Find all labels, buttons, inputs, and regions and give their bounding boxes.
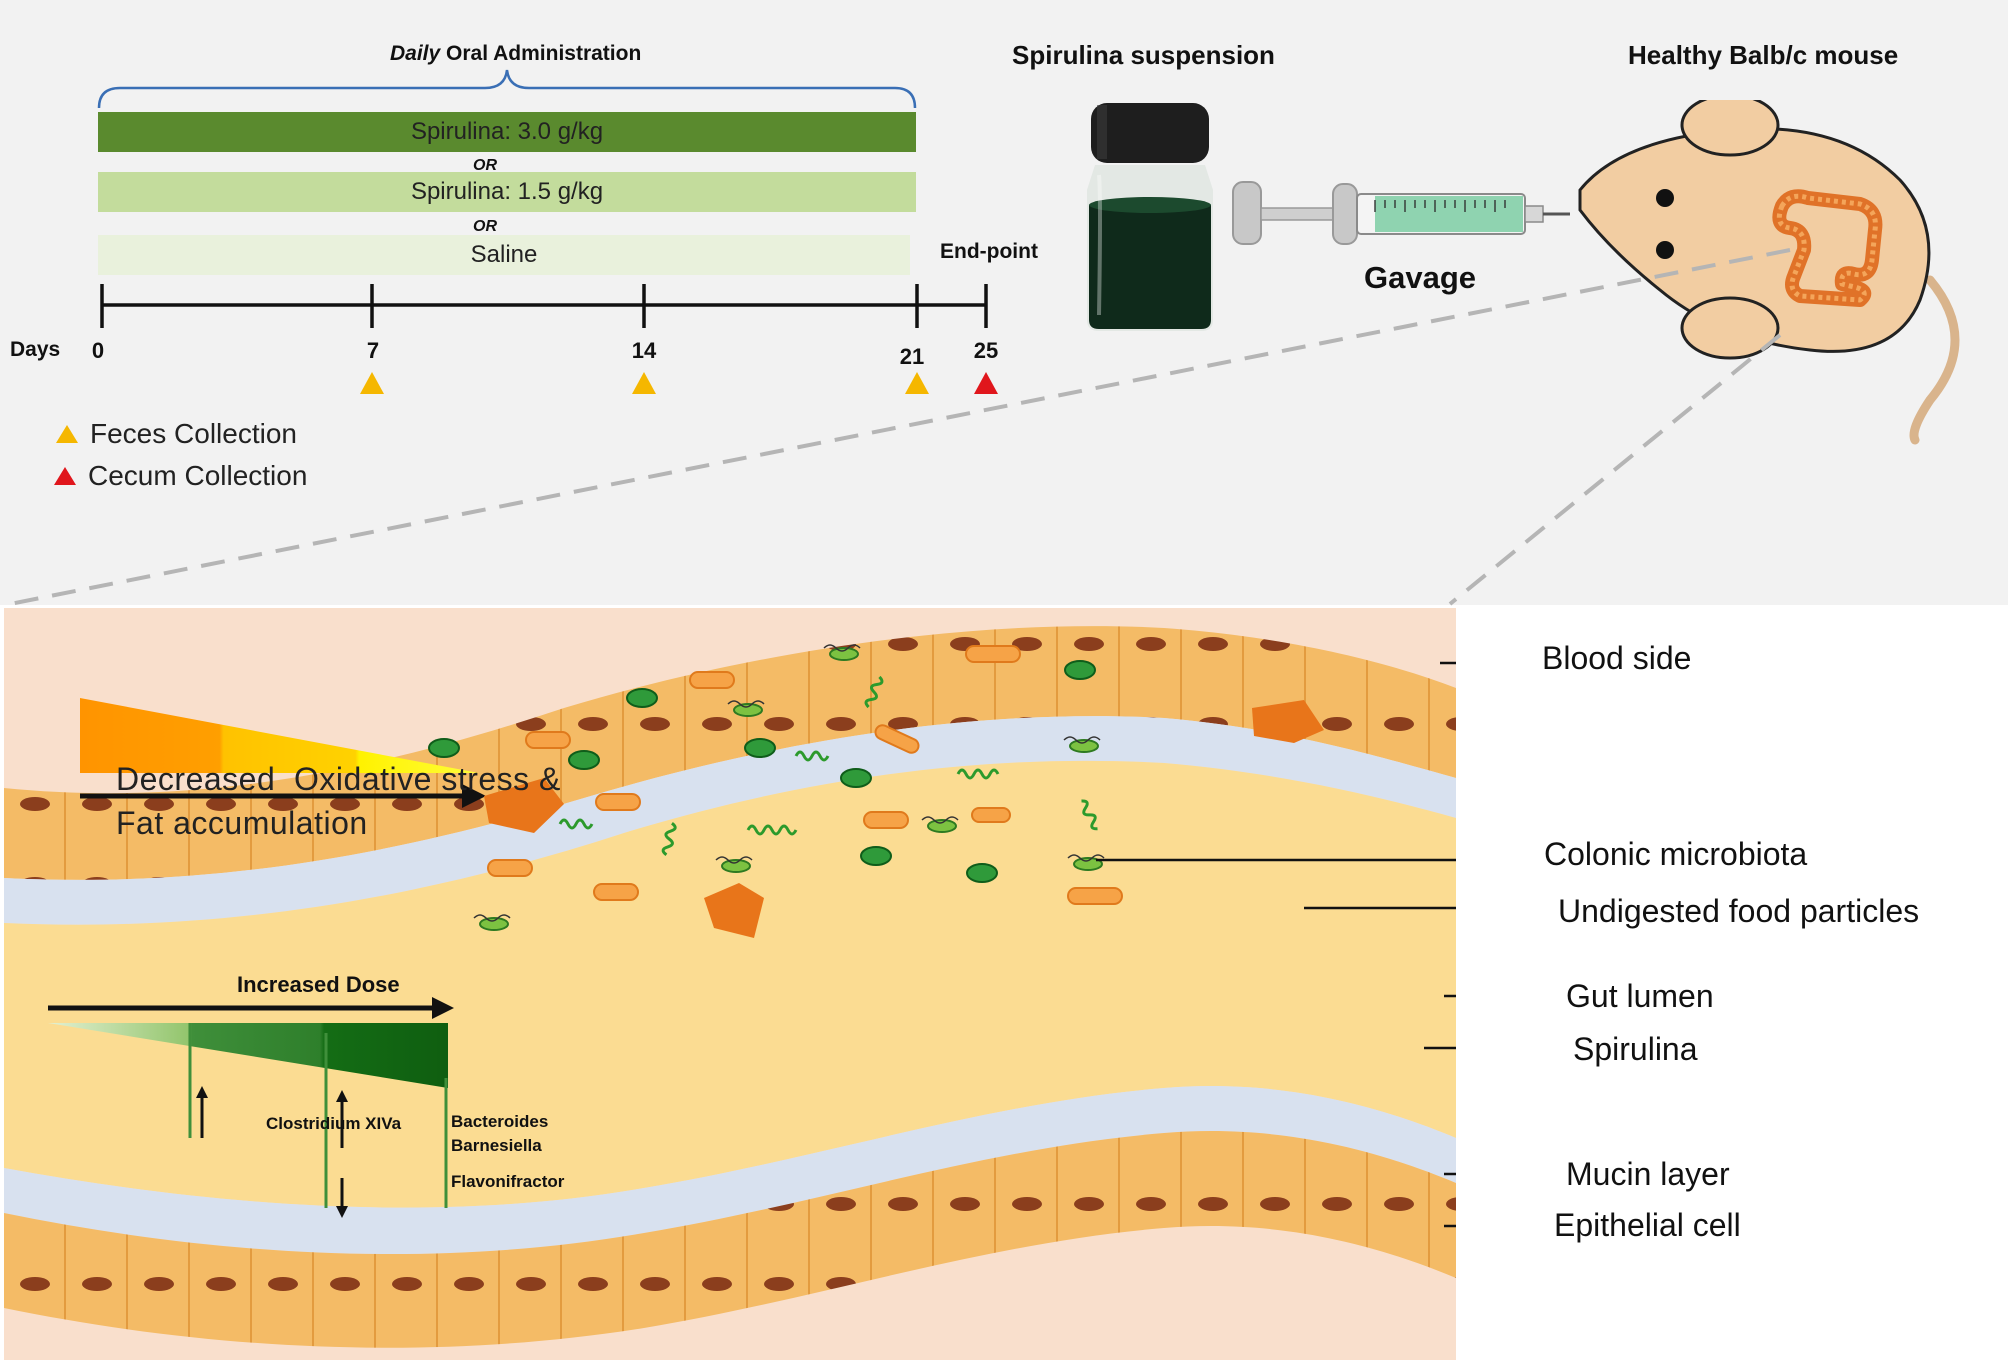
increased-dose-label: Increased Dose — [237, 972, 400, 997]
or-label-2: OR — [473, 218, 497, 235]
daily-administration-title: Daily Oral Administration — [390, 42, 641, 66]
label-colonic-microbiota: Colonic microbiota — [1544, 836, 1808, 872]
feces-legend-icon — [56, 425, 78, 443]
days-label: Days — [10, 338, 61, 361]
bar-saline: Saline — [98, 235, 910, 275]
timeline — [100, 284, 998, 394]
food-particle — [484, 778, 564, 833]
day-label-0: 0 — [91, 338, 105, 363]
bar-spirulina-high: Spirulina: 3.0 g/kg — [98, 112, 916, 152]
bacteroides-label: Bacteroides — [451, 1112, 549, 1131]
day-label-21: 21 — [899, 344, 925, 369]
oxidative-stress-line1: Decreased Oxidative stress & — [116, 761, 561, 797]
administration-brace — [97, 69, 917, 109]
bar-spirulina-high-label: Spirulina: 3.0 g/kg — [410, 118, 604, 145]
legend-cecum: Cecum Collection — [52, 460, 307, 492]
oxidative-stress-label: Decreased Oxidative stress & Fat accumul… — [116, 757, 561, 845]
food-particle — [704, 883, 764, 938]
day-label-14: 14 — [631, 338, 657, 363]
study-design-panel — [0, 0, 2008, 605]
legend-feces: Feces Collection — [54, 418, 297, 450]
bar-spirulina-low-label: Spirulina: 1.5 g/kg — [410, 178, 604, 205]
feces-marker-day-14 — [632, 372, 656, 394]
mouse-title: Healthy Balb/c mouse — [1628, 40, 1899, 70]
label-blood-side: Blood side — [1542, 640, 1692, 676]
oxidative-stress-line2: Fat accumulation — [116, 805, 368, 841]
end-point-label: End-point — [940, 240, 1038, 263]
label-mucin-layer: Mucin layer — [1566, 1156, 1730, 1192]
dose-gradient-triangle — [48, 1023, 448, 1088]
oxidative-gradient-triangle — [80, 698, 479, 773]
legend-cecum-label: Cecum Collection — [88, 460, 308, 491]
bar-saline-label: Saline — [470, 241, 538, 268]
gut-cross-section — [4, 608, 1456, 1360]
label-undigested-food: Undigested food particles — [1558, 893, 1920, 929]
mouse-icon — [1578, 100, 1960, 445]
oral-administration-word: Oral Administration — [440, 42, 642, 65]
or-label-1: OR — [473, 157, 497, 174]
label-epithelial-cell: Epithelial cell — [1554, 1207, 1741, 1243]
label-gut-lumen: Gut lumen — [1566, 978, 1714, 1014]
clostridium-label: Clostridium XIVa — [266, 1114, 402, 1133]
cecum-marker-day-25 — [974, 372, 998, 394]
flavonifractor-label: Flavonifractor — [451, 1172, 565, 1191]
feces-marker-day-7 — [360, 372, 384, 394]
food-particle — [1252, 700, 1324, 743]
barnesiella-label: Barnesiella — [451, 1136, 542, 1155]
legend-feces-label: Feces Collection — [90, 418, 297, 449]
day-label-7: 7 — [366, 338, 380, 363]
syringe-icon — [1232, 181, 1570, 245]
bar-spirulina-low: Spirulina: 1.5 g/kg — [98, 172, 916, 212]
spirulina-bottle-icon — [1087, 103, 1213, 331]
feces-marker-day-21 — [905, 372, 929, 394]
daily-word: Daily — [390, 42, 441, 65]
day-label-25: 25 — [973, 338, 999, 363]
cecum-legend-icon — [54, 467, 76, 485]
zoom-lines — [9, 248, 1791, 606]
gavage-label: Gavage — [1364, 260, 1477, 295]
label-spirulina: Spirulina — [1573, 1031, 1698, 1067]
spirulina-suspension-title: Spirulina suspension — [1012, 40, 1275, 70]
